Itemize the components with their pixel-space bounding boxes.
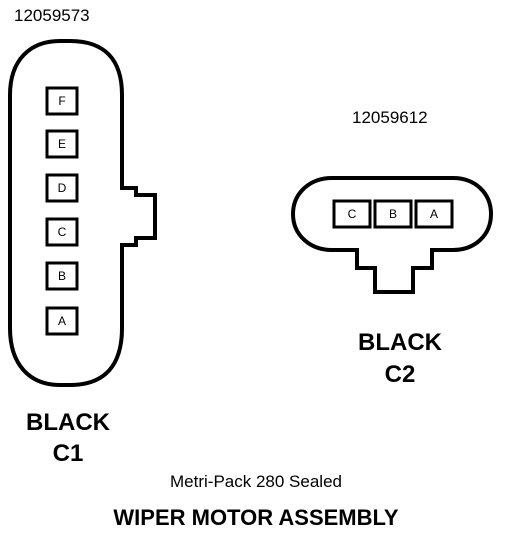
c1-pin-boxes xyxy=(45,86,79,336)
c1-pin-label-d: D xyxy=(57,181,67,195)
c2-id-label: C2 xyxy=(384,361,416,388)
c1-pin-label-c: C xyxy=(57,225,67,239)
c1-pin-d-box xyxy=(45,173,79,203)
c2-pin-label-a: A xyxy=(429,207,438,221)
c1-pin-label-e: E xyxy=(57,137,66,151)
c1-id-label: C1 xyxy=(52,440,84,467)
c2-pin-b-box xyxy=(373,199,413,229)
c1-housing xyxy=(8,39,157,387)
c1-part-number: 12059573 xyxy=(14,6,90,25)
c1-pin-b-box xyxy=(45,261,79,291)
c2-pin-label-c: C xyxy=(347,207,357,221)
c2-housing xyxy=(290,176,494,294)
c2-pin-boxes xyxy=(332,199,454,229)
connector-type-label: Metri-Pack 280 Sealed xyxy=(170,472,342,491)
c1-pin-e-box xyxy=(45,129,79,159)
c2-pin-a-box xyxy=(414,199,454,229)
c1-pin-label-a: A xyxy=(57,314,66,328)
c2-part-number: 12059612 xyxy=(352,108,428,127)
c1-pin-f-box xyxy=(45,86,79,116)
c1-pin-label-f: F xyxy=(58,94,66,108)
c1-pin-c-box xyxy=(45,217,79,247)
c1-pin-a-box xyxy=(45,306,79,336)
c1-pin-label-b: B xyxy=(57,269,66,283)
c2-pin-c-box xyxy=(332,199,372,229)
c2-color-label: BLACK xyxy=(358,329,442,356)
c1-color-label: BLACK xyxy=(26,409,110,436)
c2-pin-label-b: B xyxy=(388,207,397,221)
assembly-title: WIPER MOTOR ASSEMBLY xyxy=(113,505,399,530)
